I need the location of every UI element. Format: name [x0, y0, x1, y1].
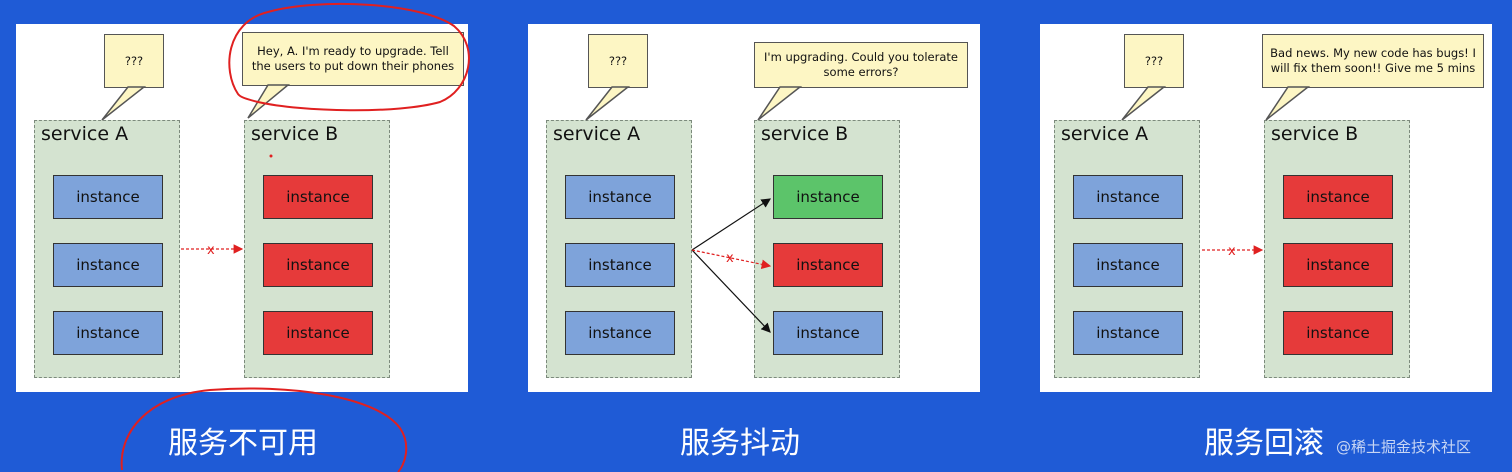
bubble-service-a: ???	[1124, 34, 1184, 88]
service-b-instance-3: instance	[263, 311, 373, 355]
bubble-service-a-text: ???	[608, 53, 628, 68]
service-a-instance-1: instance	[1073, 175, 1183, 219]
caption-service-jitter: 服务抖动	[680, 426, 800, 461]
panel-service-jitter: ??? I'm upgrading. Could you tolerate so…	[528, 24, 980, 392]
service-b-instance-1: instance	[773, 175, 883, 219]
service-a-box: service A instance instance instance	[1054, 120, 1200, 378]
service-b-instance-1: instance	[1283, 175, 1393, 219]
bubble-service-b: Hey, A. I'm ready to upgrade. Tell the u…	[242, 32, 464, 86]
service-a-instance-3: instance	[1073, 311, 1183, 355]
bubble-service-a: ???	[588, 34, 648, 88]
service-a-title: service A	[41, 123, 129, 145]
service-b-box: service B instance instance instance	[1264, 120, 1410, 378]
service-b-title: service B	[251, 123, 339, 145]
blocked-mark: x	[726, 251, 734, 266]
bubble-service-b-text: Bad news. My new code has bugs! I will f…	[1270, 46, 1476, 75]
panel-service-unavailable: ??? Hey, A. I'm ready to upgrade. Tell t…	[16, 24, 468, 392]
service-b-instance-2: instance	[773, 243, 883, 287]
service-a-instance-3: instance	[565, 311, 675, 355]
service-a-box: service A instance instance instance	[34, 120, 180, 378]
caption-service-rollback: 服务回滚	[1204, 426, 1324, 461]
panel-service-rollback: ??? Bad news. My new code has bugs! I wi…	[1040, 24, 1492, 392]
bubble-service-b-text: I'm upgrading. Could you tolerate some e…	[764, 50, 958, 79]
service-b-instance-2: instance	[1283, 243, 1393, 287]
service-a-instance-2: instance	[1073, 243, 1183, 287]
blocked-mark: x	[207, 243, 215, 258]
bubble-b-tail	[1265, 86, 1311, 121]
bubble-service-a: ???	[104, 34, 164, 88]
service-a-title: service A	[1061, 123, 1149, 145]
service-b-instance-3: instance	[1283, 311, 1393, 355]
bubble-a-tail	[101, 86, 147, 121]
service-a-box: service A instance instance instance	[546, 120, 692, 378]
service-b-box: service B instance instance instance	[754, 120, 900, 378]
service-b-instance-1: instance	[263, 175, 373, 219]
service-b-title: service B	[1271, 123, 1359, 145]
bubble-service-b: Bad news. My new code has bugs! I will f…	[1262, 34, 1484, 88]
bubble-service-b: I'm upgrading. Could you tolerate some e…	[754, 42, 968, 88]
service-a-instance-2: instance	[565, 243, 675, 287]
service-a-instance-2: instance	[53, 243, 163, 287]
service-a-instance-3: instance	[53, 311, 163, 355]
bubble-b-tail	[757, 86, 803, 121]
service-b-instance-2: instance	[263, 243, 373, 287]
blocked-mark: x	[1228, 244, 1236, 259]
bubble-service-b-text: Hey, A. I'm ready to upgrade. Tell the u…	[251, 44, 455, 73]
bubble-a-tail	[585, 86, 631, 121]
service-a-instance-1: instance	[53, 175, 163, 219]
service-a-title: service A	[553, 123, 641, 145]
watermark: @稀土掘金技术社区	[1336, 438, 1472, 456]
service-b-instance-3: instance	[773, 311, 883, 355]
bubble-service-a-text: ???	[1144, 53, 1164, 68]
service-b-title: service B	[761, 123, 849, 145]
caption-service-unavailable: 服务不可用	[168, 426, 318, 461]
bubble-a-tail	[1121, 86, 1167, 121]
service-b-box: service B instance instance instance	[244, 120, 390, 378]
bubble-service-a-text: ???	[124, 53, 144, 68]
service-a-instance-1: instance	[565, 175, 675, 219]
bubble-b-tail	[247, 84, 291, 119]
